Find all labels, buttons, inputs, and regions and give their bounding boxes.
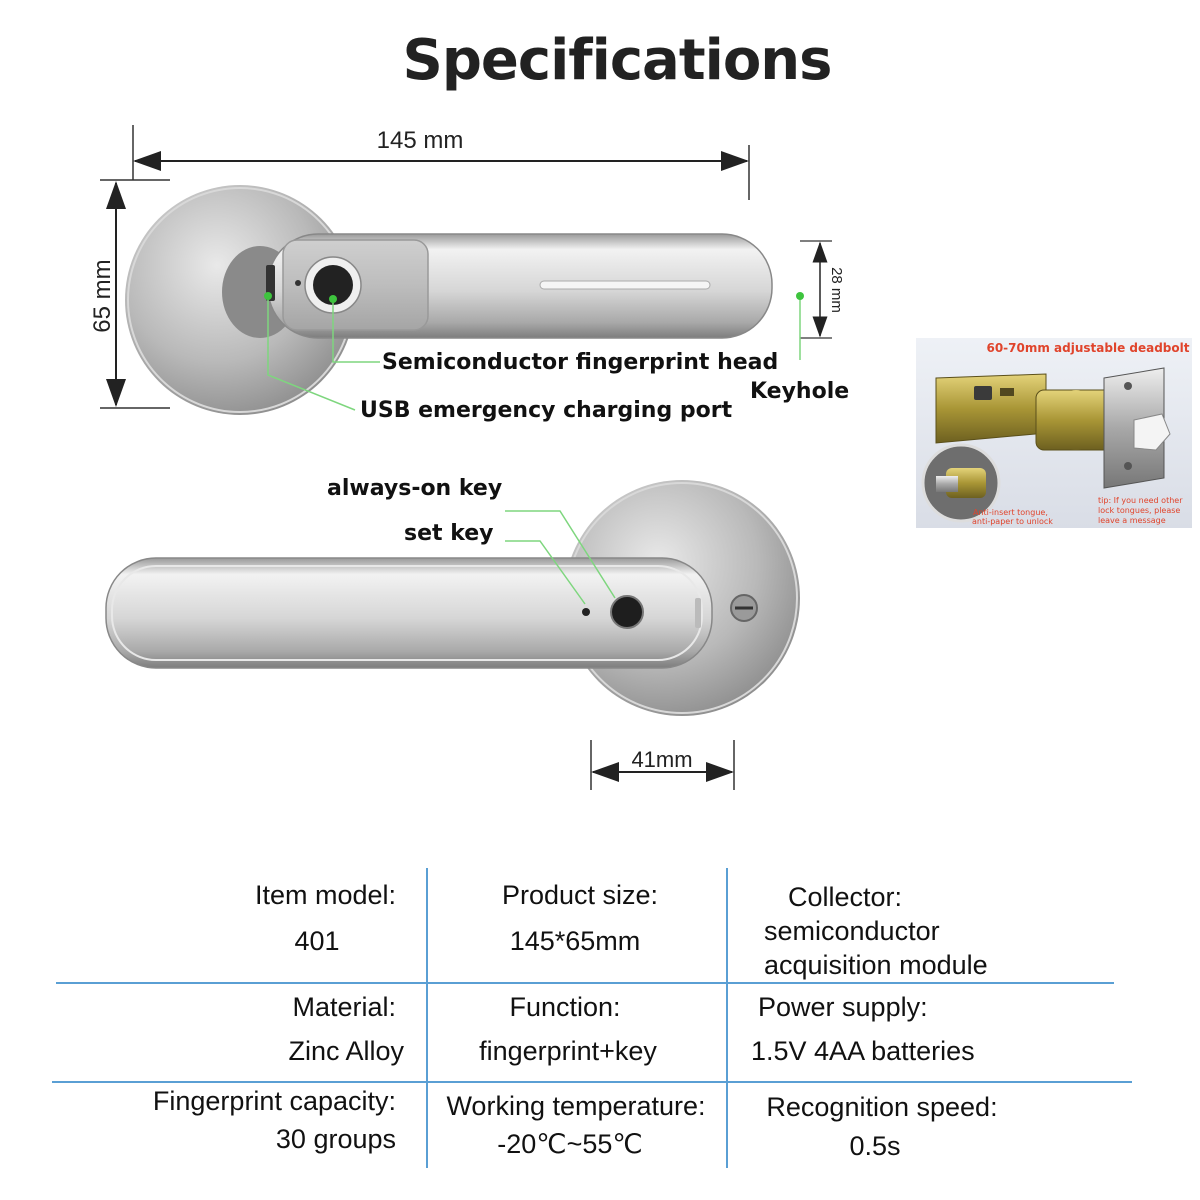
power-supply-value: 1.5V 4AA batteries — [751, 1036, 975, 1066]
inset-note-left-1: Anti-insert tongue, — [973, 508, 1048, 517]
page-title: Specifications — [402, 28, 833, 93]
width-dimension: 145 mm — [132, 125, 750, 200]
inset-note-left-2: anti-paper to unlock — [972, 517, 1053, 526]
rose-width-label: 41mm — [631, 747, 692, 772]
lever-bottom — [105, 557, 713, 669]
working-temperature-value: -20℃~55℃ — [497, 1129, 643, 1159]
deadbolt-inset: 60-70mm adjustable deadbolt Anti-insert … — [916, 338, 1192, 528]
product-size-value: 145*65mm — [509, 926, 641, 956]
lock-diagram: 145 mm 65 mm 28 mm Semiconductor fingerp… — [89, 125, 849, 790]
specs-table: Item model: 401 Product size: 145*65mm C… — [0, 860, 1200, 1180]
fingerprint-capacity-value: 30 groups — [275, 1124, 396, 1154]
usb-port — [266, 265, 275, 301]
always-on-key — [610, 595, 644, 629]
callout-lines — [267, 296, 801, 411]
recognition-speed-value: 0.5s — [849, 1131, 901, 1161]
inset-note-right-3: leave a message — [1098, 516, 1166, 525]
item-model-value: 401 — [294, 926, 340, 956]
handle-height-label: 28 mm — [828, 267, 845, 313]
item-model-label: Item model: — [254, 880, 396, 910]
fingerprint-sensor-icon — [313, 265, 353, 305]
collector-label: Collector: — [788, 882, 903, 912]
power-supply-label: Power supply: — [758, 992, 928, 1022]
function-value: fingerprint+key — [479, 1036, 657, 1066]
usb-port-label: USB emergency charging port — [360, 398, 733, 423]
recognition-speed-label: Recognition speed: — [766, 1092, 998, 1122]
set-key-label: set key — [404, 521, 494, 546]
collector-value-2: acquisition module — [764, 950, 988, 980]
collector-value-1: semiconductor — [764, 916, 940, 946]
working-temperature-label: Working temperature: — [446, 1091, 706, 1121]
rose-width-dimension: 41mm — [590, 740, 735, 790]
function-label: Function: — [509, 992, 621, 1022]
product-size-label: Product size: — [501, 880, 659, 910]
always-on-key-label: always-on key — [327, 476, 502, 501]
inset-note-right-1: tip: If you need other — [1098, 496, 1183, 505]
material-value: Zinc Alloy — [288, 1036, 404, 1066]
keyhole-label: Keyhole — [750, 379, 849, 404]
width-label: 145 mm — [377, 127, 464, 154]
handle-height-dimension: 28 mm — [800, 240, 845, 339]
callout-lines-bottom — [505, 510, 616, 605]
set-key — [582, 608, 590, 616]
height-label: 65 mm — [89, 259, 116, 332]
inset-title: 60-70mm adjustable deadbolt — [986, 341, 1189, 355]
fingerprint-capacity-label: Fingerprint capacity: — [152, 1086, 396, 1116]
material-label: Material: — [292, 992, 396, 1022]
height-dimension: 65 mm — [89, 179, 170, 409]
fingerprint-head-label: Semiconductor fingerprint head — [382, 350, 778, 375]
inset-note-right-2: lock tongues, please — [1098, 506, 1180, 515]
